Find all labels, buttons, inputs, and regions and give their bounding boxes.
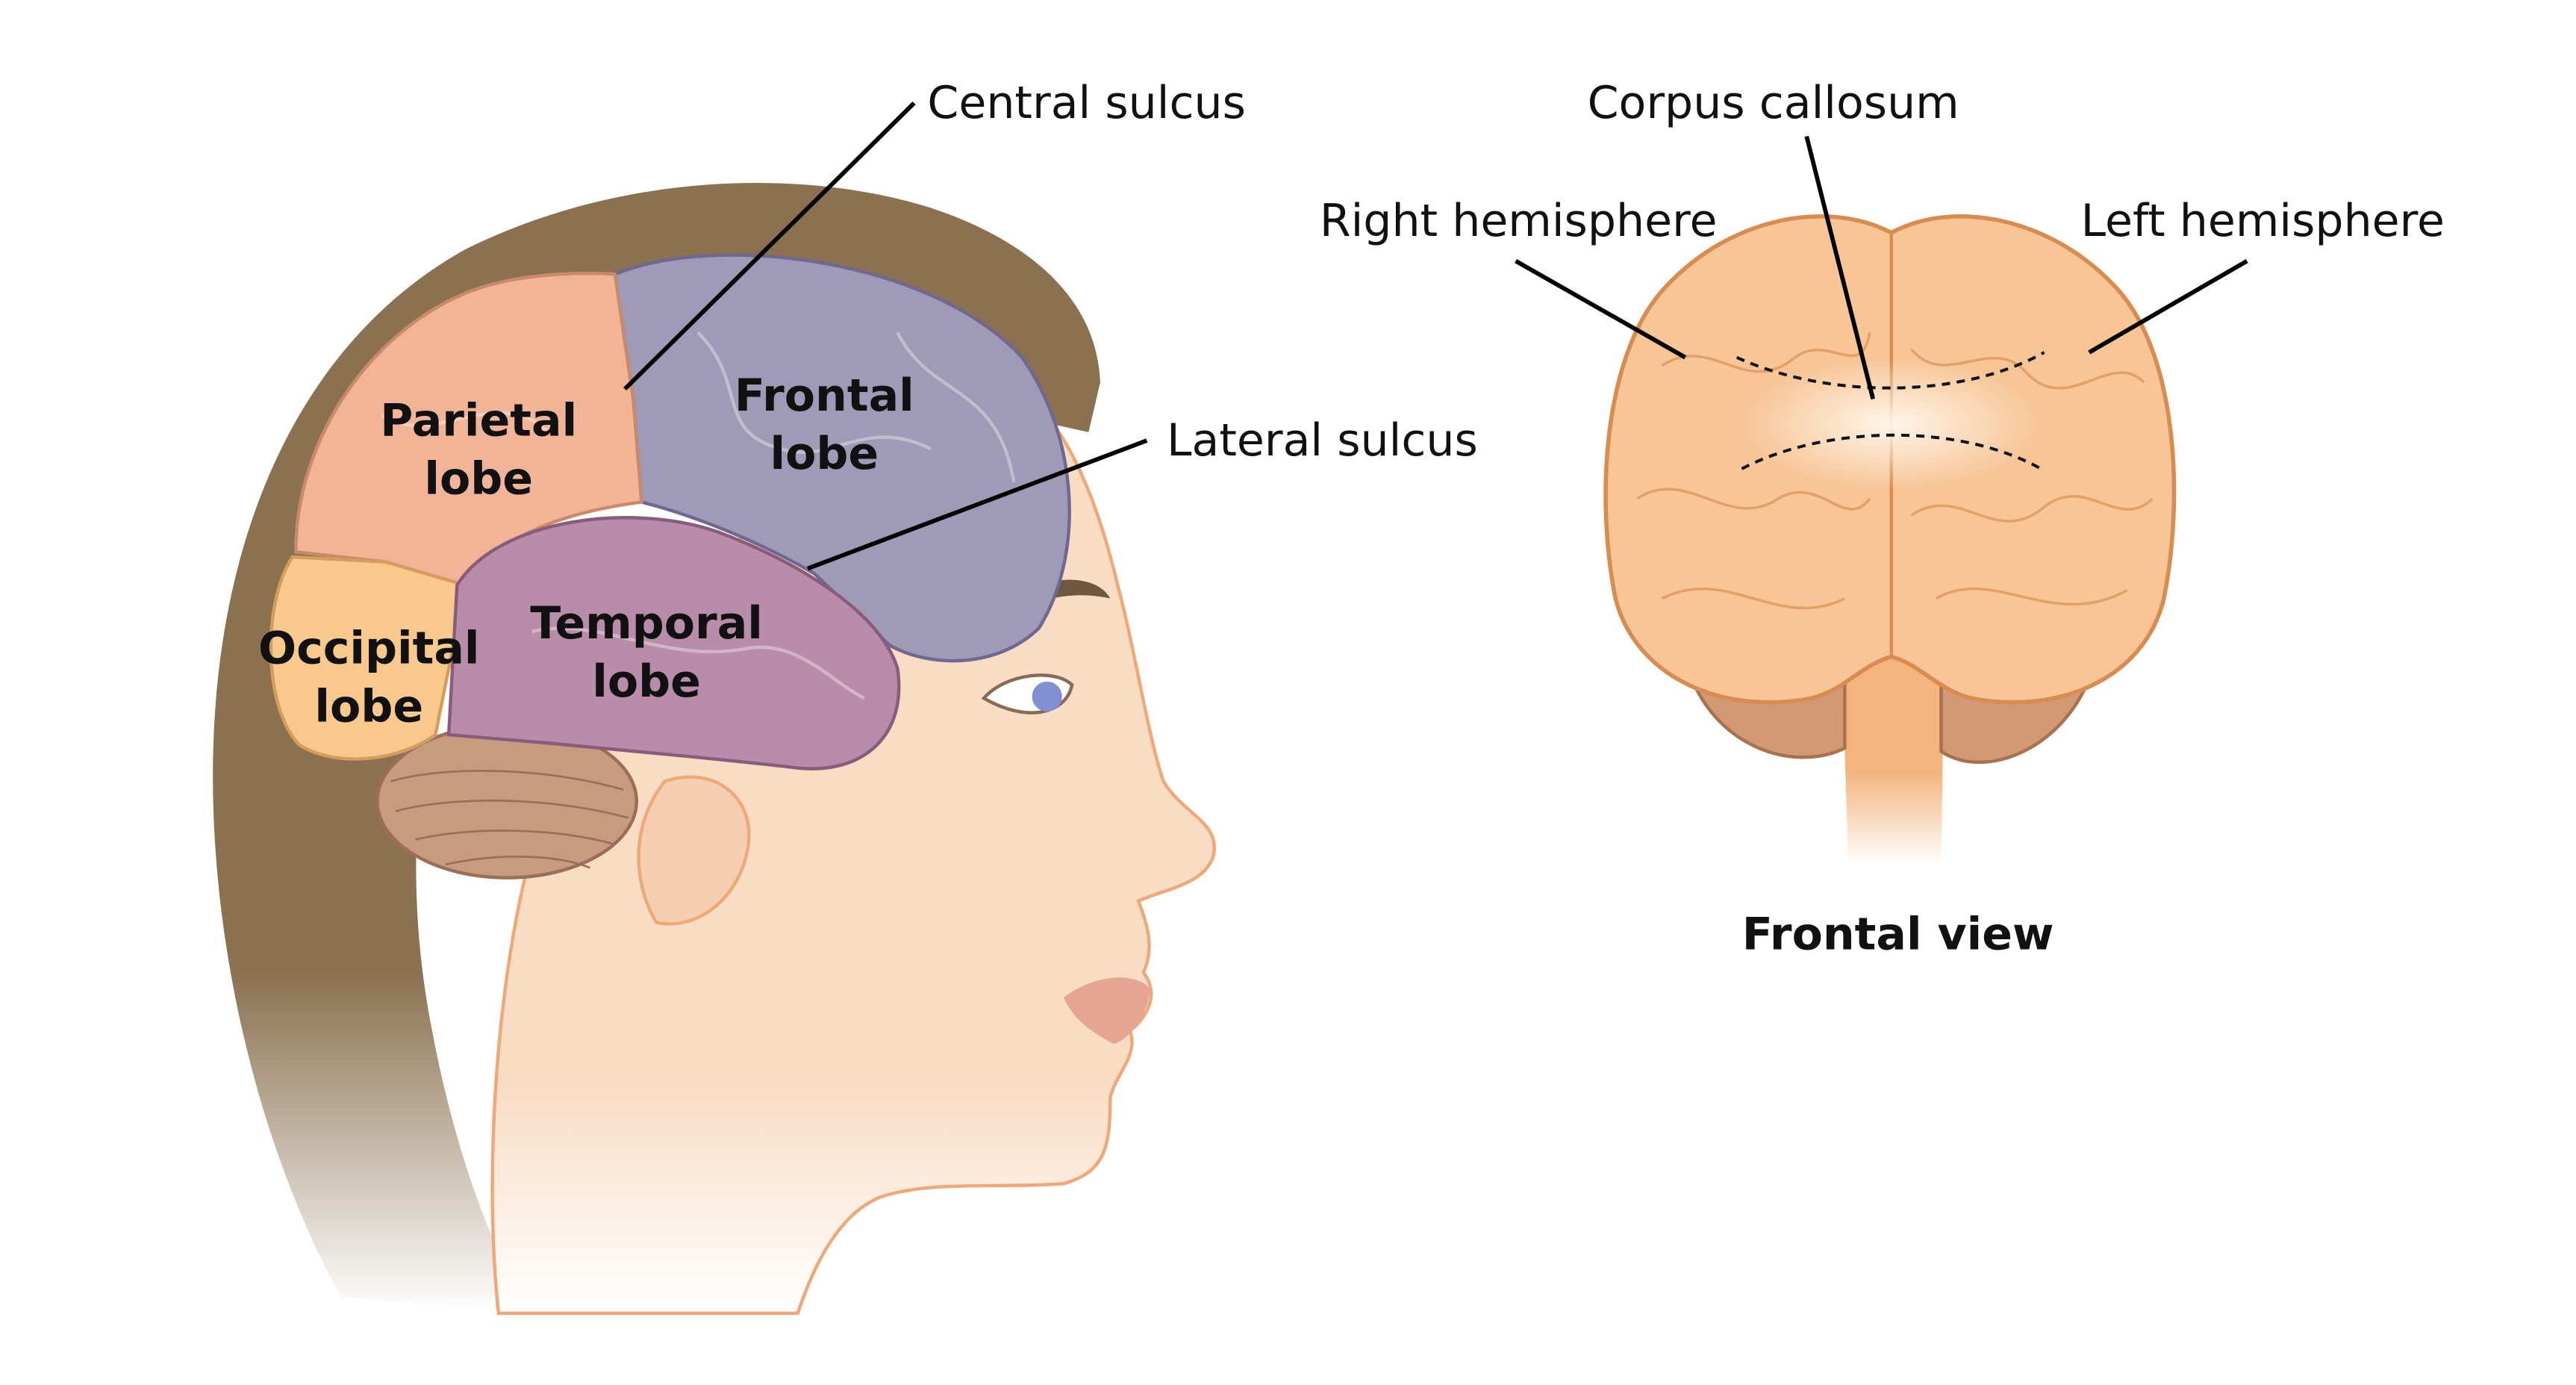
frontal-lobe-label-line2: lobe — [770, 428, 879, 480]
right-hemisphere-label: Right hemisphere — [1320, 195, 1718, 247]
left-hemisphere-label: Left hemisphere — [2081, 195, 2445, 247]
frontal-lobe-region — [613, 253, 1071, 663]
gyri-texture — [381, 331, 1016, 700]
occipital-lobe-region — [269, 555, 468, 761]
temporal-lobe-label: Temporal — [530, 597, 763, 650]
central-sulcus-label: Central sulcus — [927, 77, 1246, 129]
frontal-view-caption: Frontal view — [1742, 908, 2054, 960]
cerebellum-folds — [390, 770, 629, 869]
corpus-callosum-label: Corpus callosum — [1588, 77, 1959, 129]
lips — [1063, 977, 1150, 1045]
dashed-arc-lower — [1741, 433, 2042, 470]
occipital-lobe-label: Occipital — [258, 622, 480, 674]
lobe-labels: Parietal lobe Frontal lobe Temporal lobe… — [258, 370, 914, 732]
parietal-lobe-label-line2: lobe — [424, 452, 533, 505]
brain-lateral — [269, 253, 1071, 880]
brain-frontal — [1603, 214, 2177, 865]
central-sulcus-leader-line — [623, 101, 916, 391]
iris — [1032, 681, 1062, 712]
temporal-lobe-label-line2: lobe — [592, 656, 701, 708]
frontal-gyri-texture — [1636, 332, 2154, 610]
lateral-callouts: Central sulcus Lateral sulcus — [623, 77, 1478, 571]
corpus-callosum-leader-line — [1804, 135, 1876, 400]
parietal-lobe-label: Parietal — [380, 394, 577, 446]
left-hemisphere-leader-line — [2088, 259, 2248, 355]
occipital-lobe-label-line2: lobe — [314, 680, 423, 732]
ear — [637, 775, 751, 926]
lateral-sulcus-label: Lateral sulcus — [1167, 414, 1478, 467]
lateral-sulcus-leader-line — [807, 438, 1148, 571]
frontal-callouts: Corpus callosum Right hemisphere Left he… — [1320, 77, 2445, 960]
brainstem — [1841, 632, 1945, 865]
corpus-callosum-highlight — [1741, 357, 2042, 491]
temporal-lobe-region — [446, 516, 901, 771]
right-hemisphere-leader-line — [1515, 259, 1687, 360]
frontal-lobe-label: Frontal — [735, 370, 914, 422]
